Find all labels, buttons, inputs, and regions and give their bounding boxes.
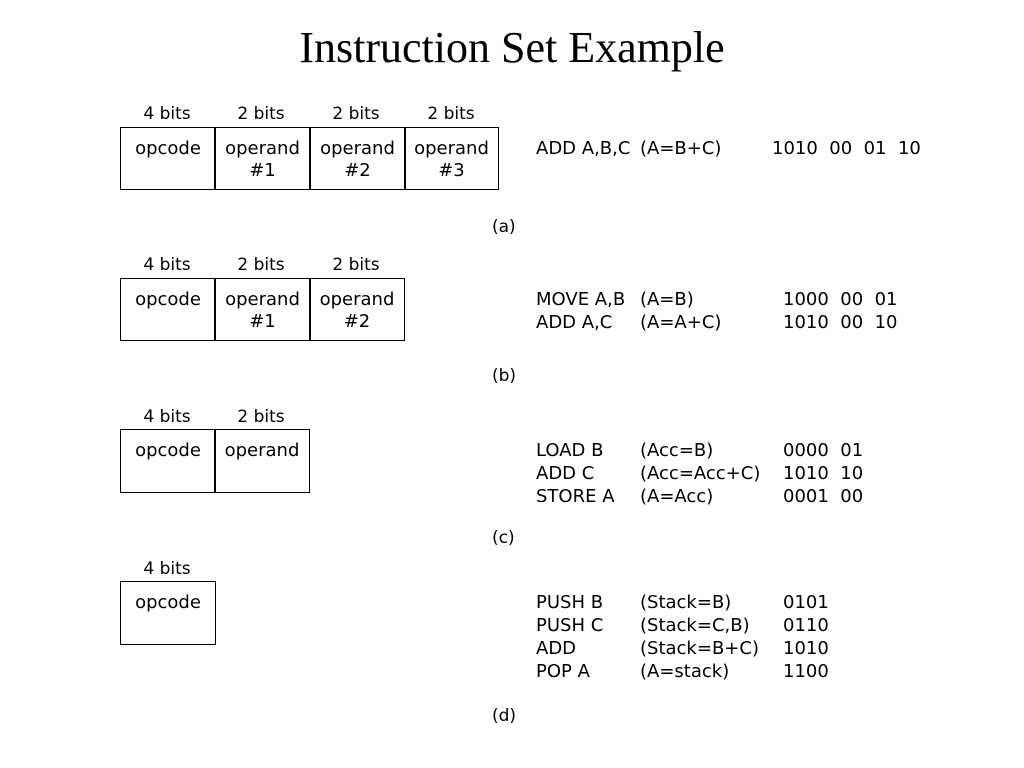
binary-text: 1010 10 <box>783 463 864 484</box>
effect-text: (Stack=B+C) <box>640 638 759 659</box>
operand-field: operand #1 <box>214 127 311 190</box>
bits-label: 2 bits <box>237 255 285 275</box>
effect-text: (A=B+C) <box>640 138 722 159</box>
panel-label: (c) <box>492 528 515 548</box>
bits-label: 2 bits <box>332 255 380 275</box>
panel-label: (a) <box>492 217 516 237</box>
binary-text: 1010 00 10 <box>783 312 898 333</box>
panel-label: (b) <box>492 366 517 386</box>
opcode-field: opcode <box>120 127 216 190</box>
panel-label: (d) <box>492 706 517 726</box>
instruction-text: PUSH C <box>536 615 604 636</box>
operand-field: operand #3 <box>404 127 499 190</box>
binary-text: 1010 <box>783 638 829 659</box>
bits-label: 2 bits <box>427 104 475 124</box>
bits-label: 4 bits <box>143 559 191 579</box>
field-line: opcode <box>135 592 201 613</box>
effect-text: (A=B) <box>640 289 694 310</box>
opcode-field: opcode <box>120 429 216 493</box>
field-line: operand <box>224 440 300 461</box>
instruction-text: STORE A <box>536 486 615 507</box>
instruction-text: LOAD B <box>536 440 604 461</box>
binary-text: 0110 <box>783 615 829 636</box>
instruction-text: PUSH B <box>536 592 604 613</box>
operand-field: operand #1 <box>214 278 311 341</box>
instruction-text: ADD <box>536 638 577 659</box>
effect-text: (Stack=B) <box>640 592 732 613</box>
binary-text: 0000 01 <box>783 440 864 461</box>
bits-label: 2 bits <box>332 104 380 124</box>
field-line: operand <box>320 138 395 159</box>
operand-field: operand #2 <box>309 278 405 341</box>
field-line: #3 <box>438 160 465 181</box>
field-line: opcode <box>135 440 201 461</box>
field-line: operand <box>225 289 300 310</box>
effect-text: (A=A+C) <box>640 312 722 333</box>
field-line: operand <box>319 289 395 310</box>
effect-text: (A=Acc) <box>640 486 714 507</box>
binary-text: 1100 <box>783 661 829 682</box>
operand-field: operand <box>214 429 310 493</box>
bits-label: 4 bits <box>143 255 191 275</box>
effect-text: (Acc=B) <box>640 440 714 461</box>
instruction-text: ADD A,B,C <box>536 138 631 159</box>
bits-label: 2 bits <box>237 104 285 124</box>
opcode-field: opcode <box>120 278 216 341</box>
binary-text: 1010 00 01 10 <box>772 138 921 159</box>
instruction-text: ADD A,C <box>536 312 613 333</box>
slide-title: Instruction Set Example <box>299 23 725 72</box>
field-line: #1 <box>249 160 276 181</box>
bits-label: 4 bits <box>143 104 191 124</box>
binary-text: 0101 <box>783 592 829 613</box>
instruction-text: MOVE A,B <box>536 289 626 310</box>
binary-text: 1000 00 01 <box>783 289 898 310</box>
field-line: operand <box>414 138 489 159</box>
field-line: #2 <box>344 160 371 181</box>
effect-text: (A=stack) <box>640 661 730 682</box>
operand-field: operand #2 <box>309 127 406 190</box>
field-line: #1 <box>249 311 276 332</box>
effect-text: (Acc=Acc+C) <box>640 463 761 484</box>
field-line: opcode <box>135 289 201 310</box>
instruction-text: POP A <box>536 661 590 682</box>
effect-text: (Stack=C,B) <box>640 615 750 636</box>
field-line: opcode <box>135 138 201 159</box>
binary-text: 0001 00 <box>783 486 864 507</box>
instruction-text: ADD C <box>536 463 595 484</box>
field-line: #2 <box>343 311 371 332</box>
bits-label: 2 bits <box>237 407 285 427</box>
field-line: operand <box>225 138 300 159</box>
bits-label: 4 bits <box>143 407 191 427</box>
opcode-field: opcode <box>120 581 216 645</box>
